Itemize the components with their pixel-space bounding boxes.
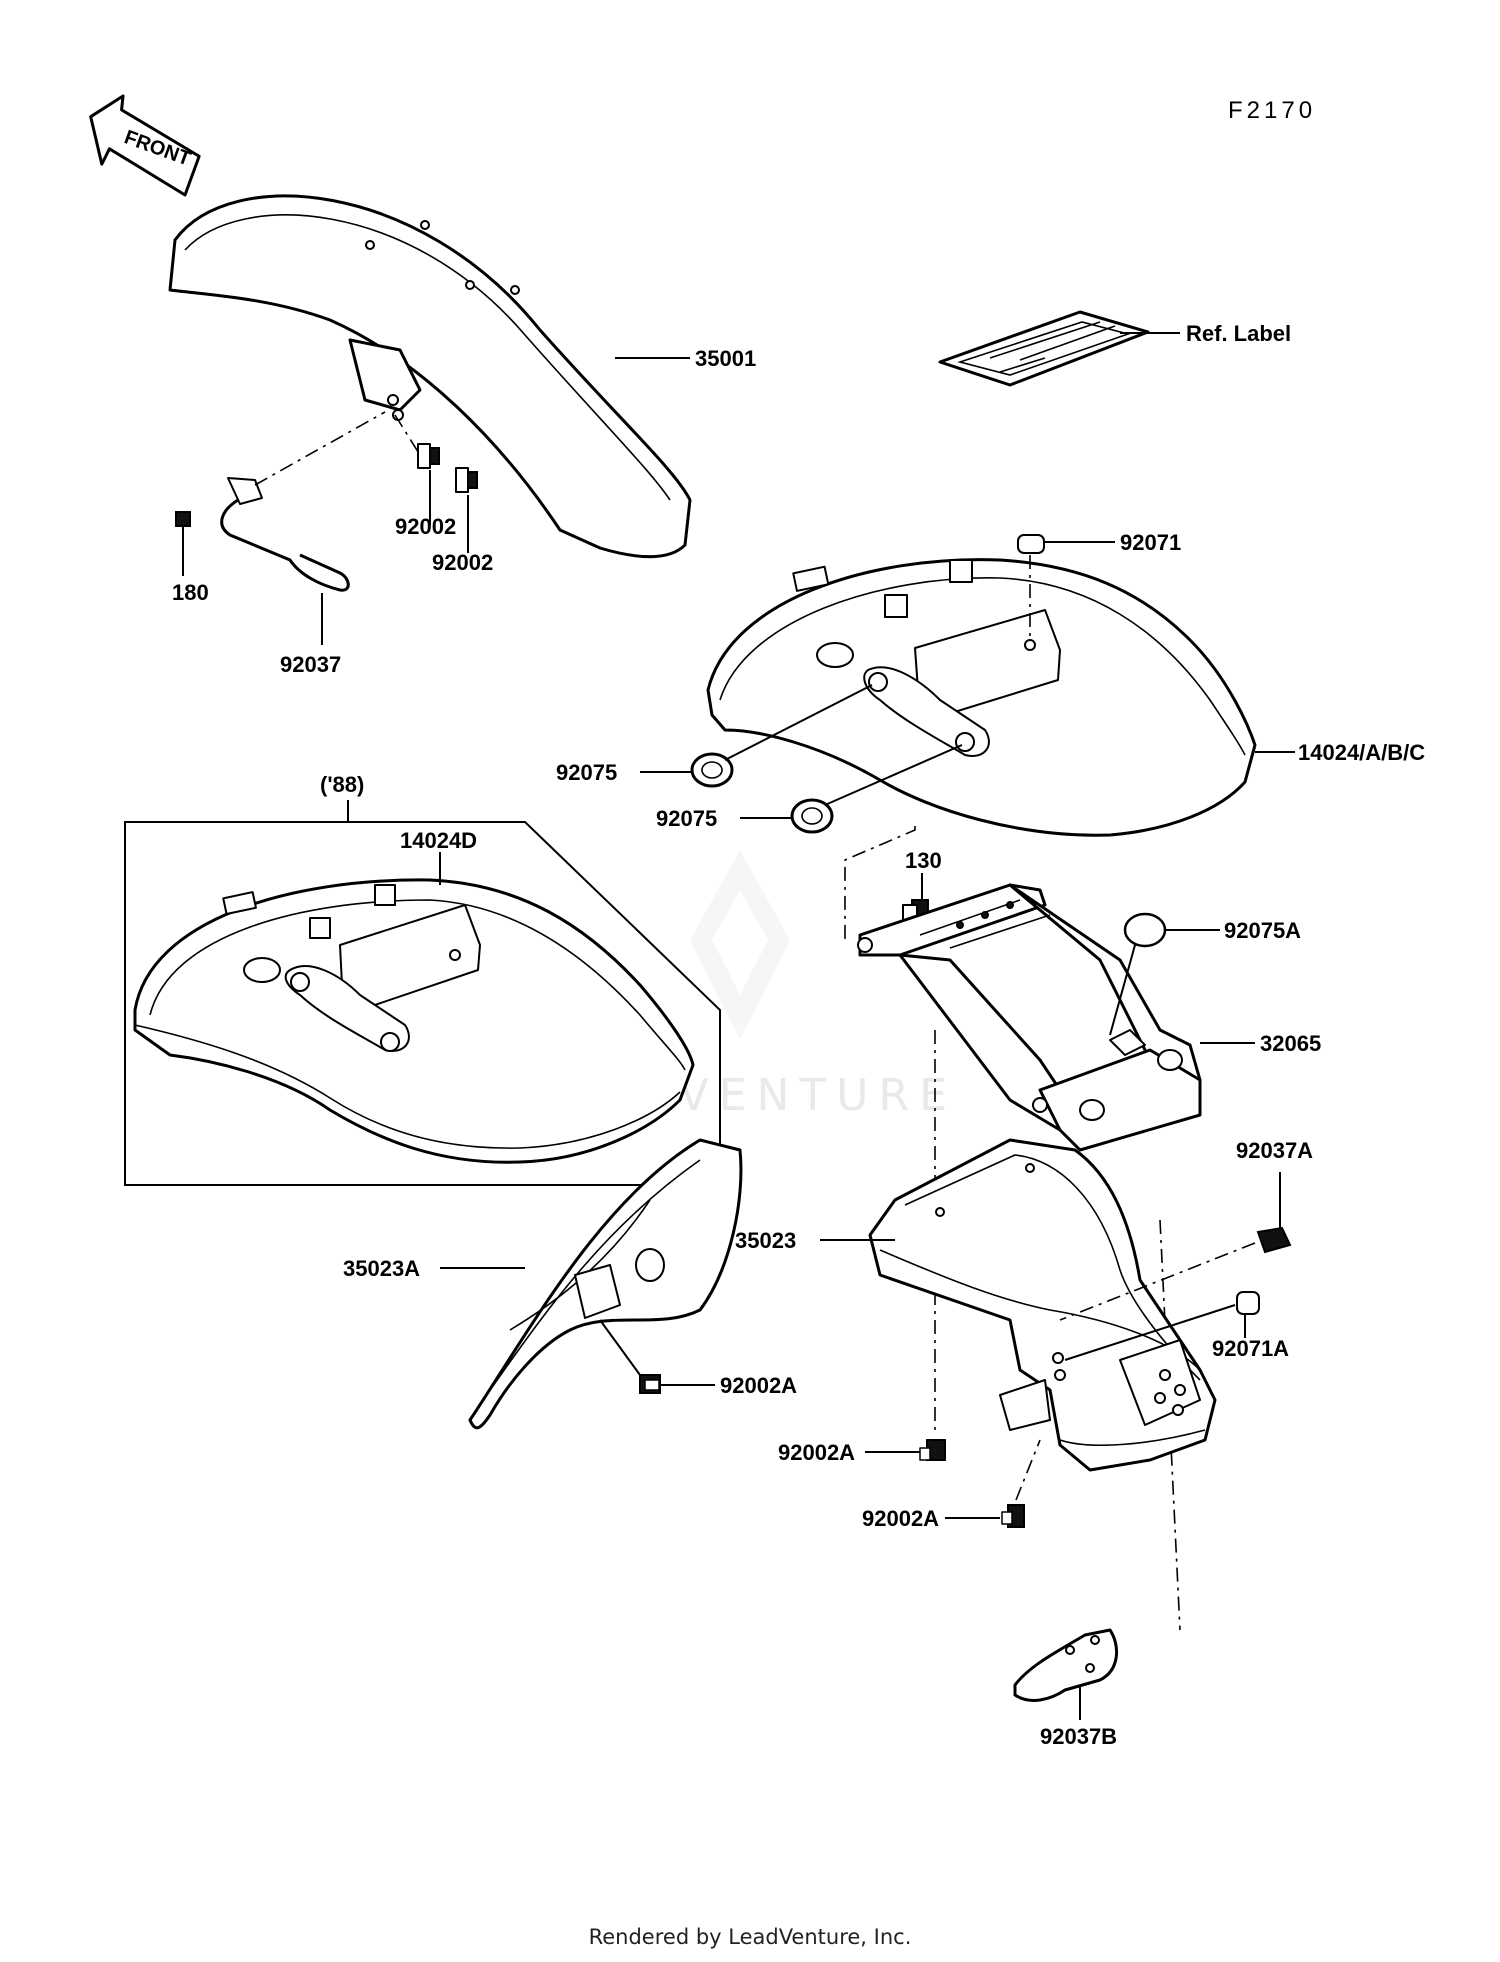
grommet-92075-a	[690, 752, 734, 788]
rear-fender-14024d	[133, 878, 695, 1164]
label-92075-b: 92075	[656, 806, 717, 831]
figure-code: F2170	[1228, 97, 1316, 124]
guide-clamp	[254, 411, 386, 486]
label-92037: 92037	[280, 652, 341, 677]
variant-box	[124, 821, 721, 1186]
guide-fender-to-bracket	[844, 826, 916, 940]
render-credit: Rendered by LeadVenture, Inc.	[588, 1925, 912, 1949]
cap-92071A	[1236, 1291, 1260, 1315]
guide-92037A	[1059, 1242, 1256, 1321]
bolt-92002A-3	[1001, 1504, 1025, 1528]
clamp-92037	[220, 477, 350, 592]
mudflap-35023A	[468, 1138, 743, 1430]
guide-92075-a	[724, 684, 873, 761]
label-92071: 92071	[1120, 530, 1181, 555]
bolt-92002-a	[417, 443, 440, 469]
variant-note: ('88)	[320, 772, 364, 797]
label-32065: 32065	[1260, 1031, 1321, 1056]
guide-92075A	[1109, 944, 1136, 1036]
bracket-92037B	[1013, 1628, 1119, 1702]
mudguard-35023	[868, 1138, 1217, 1472]
grommet-92071	[1017, 534, 1045, 554]
label-92002A-2: 92002A	[778, 1440, 855, 1465]
label-92002A-3: 92002A	[862, 1506, 939, 1531]
bolt-92002A-2	[919, 1439, 946, 1461]
label-35023: 35023	[735, 1228, 796, 1253]
label-92002A-1: 92002A	[720, 1373, 797, 1398]
guide-92002-a	[394, 414, 421, 456]
label-ref-label: Ref. Label	[1186, 321, 1291, 346]
label-92002-a: 92002	[395, 514, 456, 539]
guide-92075-b	[824, 744, 963, 806]
guide-92071A	[1064, 1304, 1236, 1361]
label-14024d: 14024D	[400, 828, 477, 853]
label-180: 180	[172, 580, 209, 605]
label-14024: 14024/A/B/C	[1298, 740, 1425, 765]
rear-fender-14024	[706, 558, 1257, 837]
cap-92075A	[1123, 912, 1167, 948]
label-92037B: 92037B	[1040, 1724, 1117, 1749]
label-92002-b: 92002	[432, 550, 493, 575]
guide-92002A-1	[599, 1319, 641, 1376]
guide-92002A-3	[1015, 1439, 1041, 1501]
reference-label-decal	[938, 310, 1150, 387]
label-92037A: 92037A	[1236, 1138, 1313, 1163]
label-92075A: 92075A	[1224, 918, 1301, 943]
label-130: 130	[905, 848, 942, 873]
label-35001: 35001	[695, 346, 756, 371]
bolt-92002-b	[455, 467, 478, 493]
front-arrow: FRONT	[89, 94, 201, 197]
grommet-92075-b	[790, 798, 834, 834]
label-35023A: 35023A	[343, 1256, 420, 1281]
bolt-92002A-1	[639, 1374, 661, 1394]
clip-92037A	[1256, 1226, 1292, 1254]
front-fender-35001	[168, 194, 692, 559]
label-92075-a: 92075	[556, 760, 617, 785]
label-92071A: 92071A	[1212, 1336, 1289, 1361]
watermark-logo	[690, 850, 790, 1040]
bracket-32065	[857, 883, 1202, 1152]
bolt-180	[175, 511, 191, 527]
